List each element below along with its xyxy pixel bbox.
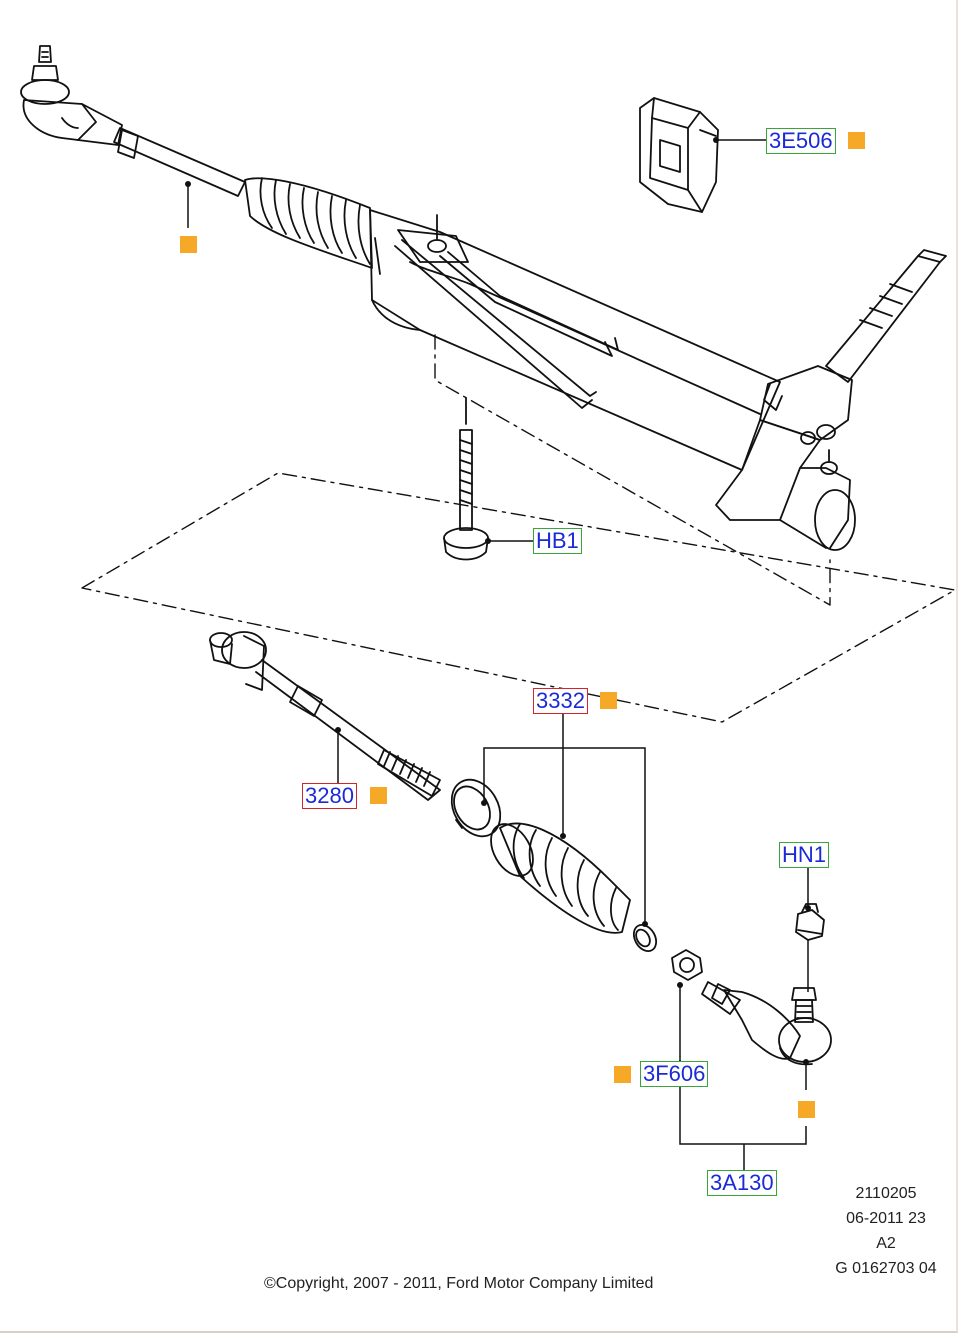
drawing-revision: A2 — [876, 1235, 896, 1252]
upper-tie-rod-end — [20, 45, 123, 146]
copyright-notice: ©Copyright, 2007 - 2011, Ford Motor Comp… — [264, 1275, 654, 1292]
callout-3a130[interactable]: 3A130 — [707, 1170, 777, 1196]
lock-nut-3f606 — [671, 949, 703, 981]
bolt-hb1 — [443, 397, 489, 561]
callout-3f606[interactable]: 3F606 — [640, 1061, 709, 1087]
part-marker — [600, 692, 617, 709]
upper-bellows-boot — [244, 177, 373, 269]
drawing-code: G 0162703 04 — [835, 1260, 937, 1277]
drawing-number: 2110205 — [855, 1185, 917, 1202]
input-shaft — [825, 249, 947, 383]
part-marker — [798, 1101, 815, 1118]
pinion-housing — [715, 365, 856, 551]
drawing-date: 06-2011 23 — [846, 1210, 926, 1227]
part-marker — [180, 236, 197, 253]
callout-hn1[interactable]: HN1 — [779, 842, 830, 868]
part-marker — [848, 132, 865, 149]
upper-lock-nut — [117, 129, 139, 159]
boot-clip — [632, 923, 658, 953]
lower-tie-rod-end — [701, 981, 832, 1066]
boot-clamp — [450, 778, 502, 838]
tie-rod-bellows-boot — [490, 822, 631, 934]
nut-hn1 — [795, 903, 825, 941]
upper-outer-rod — [113, 127, 246, 197]
inner-tie-rod-3280 — [209, 631, 441, 801]
leader-lines — [187, 139, 809, 1170]
callout-3e506[interactable]: 3E506 — [766, 128, 836, 154]
part-marker — [614, 1066, 631, 1083]
rack-housing — [369, 209, 781, 471]
fluid-pipes — [394, 239, 619, 409]
part-marker — [370, 787, 387, 804]
callout-3280[interactable]: 3280 — [302, 783, 357, 809]
leader-dots — [185, 137, 811, 1065]
reference-frame-lines — [81, 334, 956, 723]
callout-hb1[interactable]: HB1 — [533, 528, 582, 554]
bushing-3e506 — [639, 97, 719, 213]
steering-gear-assembly — [20, 45, 947, 551]
callout-3332[interactable]: 3332 — [533, 688, 588, 714]
mounting-bracket — [374, 214, 469, 275]
